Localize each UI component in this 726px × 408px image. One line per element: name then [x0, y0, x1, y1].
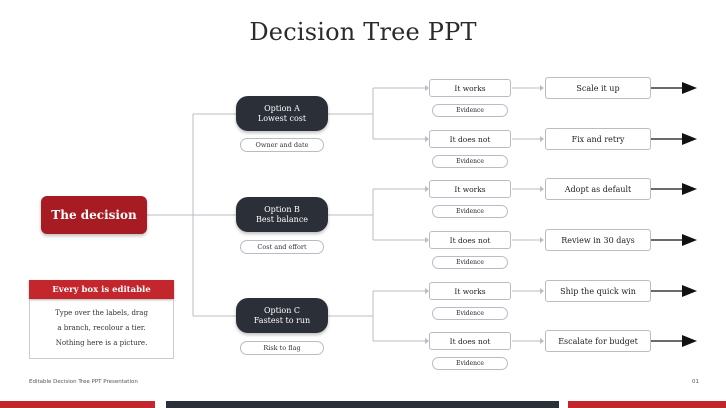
evidence-a-works[interactable]: Evidence: [432, 104, 508, 117]
outcome-b-works[interactable]: It works: [429, 180, 511, 198]
page-number: 01: [692, 379, 699, 385]
bottom-bar-left: [0, 401, 155, 408]
outcome-c-works[interactable]: It works: [429, 282, 511, 300]
option-b-meta-tag[interactable]: Cost and effort: [240, 240, 324, 254]
action-adopt-as-default[interactable]: Adopt as default: [545, 178, 651, 200]
bottom-bar-right: [568, 401, 726, 408]
note-line: Type over the labels, drag: [55, 309, 148, 317]
action-fix-and-retry[interactable]: Fix and retry: [545, 128, 651, 150]
outcome-a-fails[interactable]: It does not: [429, 130, 511, 148]
option-a-subtitle: Lowest cost: [257, 113, 307, 123]
outcome-a-works[interactable]: It works: [429, 79, 511, 97]
option-c-meta-tag[interactable]: Risk to flag: [240, 341, 324, 355]
evidence-b-fails[interactable]: Evidence: [432, 256, 508, 269]
action-scale-it-up[interactable]: Scale it up: [545, 77, 651, 99]
footer-caption: Editable Decision Tree PPT Presentation: [29, 379, 138, 385]
evidence-b-works[interactable]: Evidence: [432, 205, 508, 218]
note-body[interactable]: Type over the labels, drag a branch, rec…: [29, 299, 174, 359]
action-ship-quick-win[interactable]: Ship the quick win: [545, 280, 651, 302]
slide-title: Decision Tree PPT: [249, 18, 477, 46]
outcome-c-fails[interactable]: It does not: [429, 332, 511, 350]
note-line: Nothing here is a picture.: [55, 339, 148, 347]
bottom-bar-center: [166, 401, 559, 408]
action-escalate-for-budget[interactable]: Escalate for budget: [545, 330, 651, 352]
evidence-a-fails[interactable]: Evidence: [432, 155, 508, 168]
option-a-box[interactable]: Option A Lowest cost: [236, 96, 328, 131]
option-c-box[interactable]: Option C Fastest to run: [236, 298, 328, 333]
option-c-name: Option C: [263, 305, 301, 315]
option-b-name: Option B: [264, 204, 300, 214]
evidence-c-fails[interactable]: Evidence: [432, 357, 508, 370]
evidence-c-works[interactable]: Evidence: [432, 307, 508, 320]
option-b-subtitle: Best balance: [255, 214, 309, 224]
outcome-b-fails[interactable]: It does not: [429, 231, 511, 249]
option-b-box[interactable]: Option B Best balance: [236, 197, 328, 232]
action-review-in-30-days[interactable]: Review in 30 days: [545, 229, 651, 251]
root-decision-box[interactable]: The decision: [41, 196, 147, 234]
option-a-name: Option A: [264, 103, 300, 113]
option-a-meta-tag[interactable]: Owner and date: [240, 138, 324, 152]
option-c-subtitle: Fastest to run: [253, 315, 311, 325]
note-line: a branch, recolour a tier.: [57, 324, 146, 332]
note-heading[interactable]: Every box is editable: [29, 280, 174, 299]
